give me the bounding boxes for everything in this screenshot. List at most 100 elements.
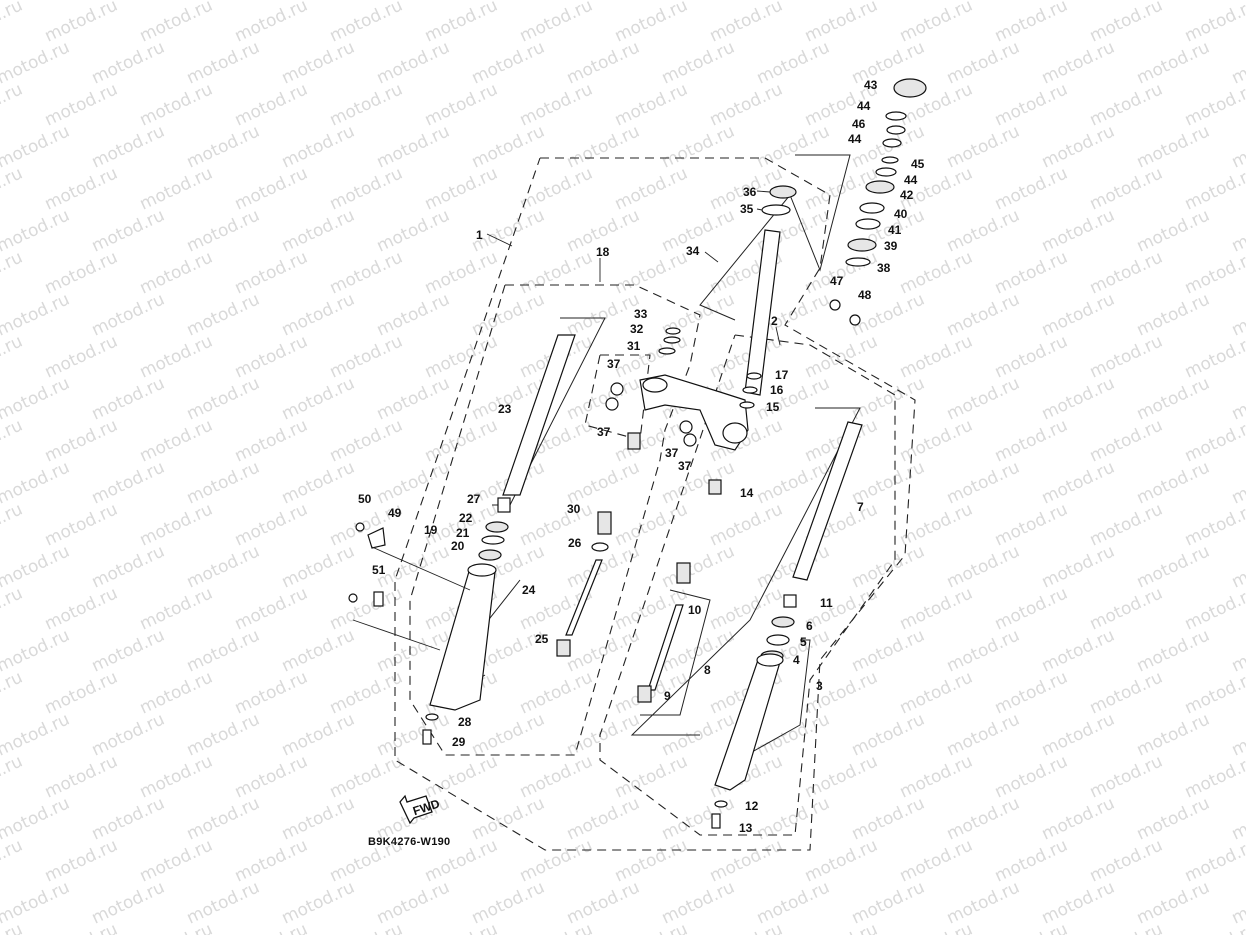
watermark-text: motod.ru [1039, 877, 1118, 928]
watermark-text: motod.ru [564, 373, 643, 424]
watermark-text: motod.ru [0, 205, 73, 256]
collar-11 [783, 594, 797, 608]
watermark-text: motod.ru [0, 499, 26, 550]
outer-tube-top-19 [467, 563, 497, 577]
watermark-text: motod.ru [1087, 667, 1166, 718]
part-label-47: 47 [830, 274, 844, 288]
watermark-text: motod.ru [992, 0, 1071, 47]
washer-33 [665, 327, 681, 335]
watermark-text: motod.ru [89, 289, 168, 340]
watermark-text: motod.ru [754, 709, 833, 760]
watermark-text: motod.ru [232, 247, 311, 298]
watermark-text: motod.ru [1182, 499, 1246, 550]
watermark-text: motod.ru [1229, 625, 1246, 676]
part-label-4: 4 [793, 653, 800, 667]
watermark-text: motod.ru [1134, 289, 1213, 340]
watermark-text: motod.ru [659, 37, 738, 88]
watermark-text: motod.ru [1039, 121, 1118, 172]
parts [348, 78, 927, 829]
watermark-text: motod.ru [802, 583, 881, 634]
watermark-text: motod.ru [137, 667, 216, 718]
watermark-text: motod.ru [374, 877, 453, 928]
watermark-text: motod.ru [184, 121, 263, 172]
watermark-text: motod.ru [849, 373, 928, 424]
watermark-text: motod.ru [279, 205, 358, 256]
part-label-17: 17 [775, 368, 789, 382]
washer-44b [882, 138, 902, 148]
watermark-text: motod.ru [1229, 457, 1246, 508]
watermark-text: motod.ru [1039, 541, 1118, 592]
watermark-text: motod.ru [1087, 0, 1166, 47]
watermark-text: motod.ru [184, 709, 263, 760]
watermark-text: motod.ru [564, 877, 643, 928]
part-label-31: 31 [627, 339, 641, 353]
bolt-29 [422, 729, 432, 745]
spring-upper-left [627, 432, 641, 450]
watermark-text: motod.ru [0, 373, 73, 424]
watermark-text: motod.ru [42, 499, 121, 550]
watermark-text: motod.ru [802, 331, 881, 382]
seal-40 [859, 202, 885, 214]
watermark-text: motod.ru [1229, 0, 1246, 5]
watermark-text: motod.ru [1087, 583, 1166, 634]
part-label-7: 7 [857, 500, 864, 514]
watermark-text: motod.ru [944, 541, 1023, 592]
watermark-text: motod.ru [469, 709, 548, 760]
watermark-text: motod.ru [184, 877, 263, 928]
watermark-text: motod.ru [944, 457, 1023, 508]
washer-21 [481, 535, 505, 545]
watermark-text: motod.ru [137, 79, 216, 130]
watermark-text: motod.ru [42, 583, 121, 634]
watermark-text: motod.ru [1182, 667, 1246, 718]
watermark-text: motod.ru [279, 457, 358, 508]
part-label-33: 33 [634, 307, 648, 321]
part-label-13: 13 [739, 821, 753, 835]
watermark-text: motod.ru [89, 877, 168, 928]
watermark-text: motod.ru [1182, 79, 1246, 130]
part-label-12: 12 [745, 799, 759, 813]
watermark-text: motod.ru [754, 373, 833, 424]
part-label-19: 19 [424, 523, 438, 537]
watermark-text: motod.ru [232, 79, 311, 130]
part-label-43: 43 [864, 78, 878, 92]
seal-35 [761, 204, 791, 216]
watermark-text: motod.ru [517, 163, 596, 214]
watermark-text: motod.ru [1182, 331, 1246, 382]
watermark-text: motod.ru [517, 667, 596, 718]
watermark-text: motod.ru [469, 121, 548, 172]
watermark-text: motod.ru [184, 793, 263, 844]
watermark-text: motod.ru [992, 835, 1071, 886]
watermark-text: motod.ru [0, 37, 73, 88]
watermark-text: motod.ru [849, 625, 928, 676]
watermark-text: motod.ru [0, 751, 26, 802]
watermark-text: motod.ru [612, 79, 691, 130]
watermark-text: motod.ru [564, 625, 643, 676]
spring-9 [637, 685, 652, 703]
watermark-text: motod.ru [137, 751, 216, 802]
watermark-text: motod.ru [1182, 415, 1246, 466]
watermark-text: motod.ru [1134, 373, 1213, 424]
watermark-text: motod.ru [564, 457, 643, 508]
watermark-text: motod.ru [1087, 247, 1166, 298]
oil-seal-6 [771, 616, 795, 628]
watermark-text: motod.ru [707, 331, 786, 382]
watermark-text: motod.ru [137, 835, 216, 886]
watermark-text: motod.ru [327, 247, 406, 298]
watermark-text: motod.ru [707, 0, 786, 47]
watermark-text: motod.ru [42, 919, 121, 935]
steering-stem-34 [744, 229, 781, 396]
part-label-38: 38 [877, 261, 891, 275]
part-label-28: 28 [458, 715, 472, 729]
watermark-text: motod.ru [42, 331, 121, 382]
watermark-text: motod.ru [42, 751, 121, 802]
damper-rod-24 [565, 559, 603, 636]
watermark-text: motod.ru [1134, 877, 1213, 928]
spring-10 [676, 562, 691, 584]
clip-47 [829, 299, 841, 311]
watermark-text: motod.ru [0, 709, 73, 760]
watermark-text: motod.ru [89, 373, 168, 424]
damper-rod-8 [647, 604, 684, 691]
watermark-text: motod.ru [327, 0, 406, 47]
watermark-text: motod.ru [232, 835, 311, 886]
